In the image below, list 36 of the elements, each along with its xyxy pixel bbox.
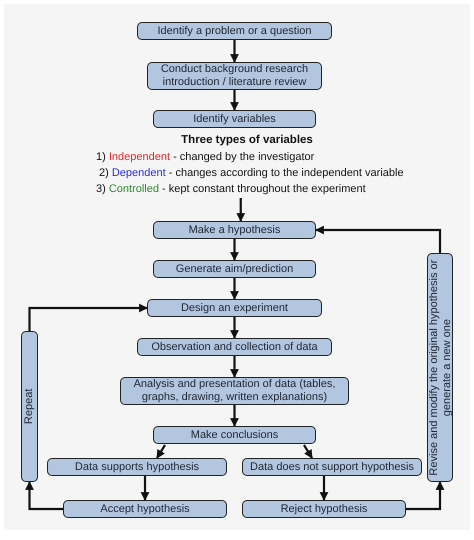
arrow xyxy=(315,226,442,253)
list-item: 3) Controlled - kept constant throughout the experiment xyxy=(96,183,366,195)
arrow xyxy=(406,481,444,510)
arrow xyxy=(230,317,239,339)
process-box: Observation and collection of data xyxy=(137,338,332,356)
arrow xyxy=(230,356,239,378)
arrow xyxy=(230,278,239,300)
arrow xyxy=(230,40,239,63)
process-box: Conduct background research introduction / literature review xyxy=(147,62,322,90)
process-box: Data does not support hypothesis xyxy=(242,458,422,476)
process-box: Design an experiment xyxy=(147,299,322,317)
process-box: Accept hypothesis xyxy=(63,500,227,518)
arrow xyxy=(236,198,246,222)
arrow xyxy=(25,481,63,510)
process-box: Analysis and presentation of data (tables, graphs, drawing, written explanations) xyxy=(120,377,349,405)
arrow xyxy=(156,444,166,459)
process-box: Make conclusions xyxy=(153,426,316,444)
process-box: Data supports hypothesis xyxy=(47,458,227,476)
arrow xyxy=(230,405,239,427)
process-box: Make a hypothesis xyxy=(153,221,316,239)
arrow xyxy=(303,444,313,459)
step-label: Repeat xyxy=(23,388,36,426)
arrow xyxy=(230,239,239,261)
process-box: Identify a problem or a question xyxy=(137,22,332,40)
process-box: Generate aim/prediction xyxy=(153,260,316,278)
list-item: 1) Independent - changed by the investigator xyxy=(96,151,314,163)
process-bar xyxy=(21,331,38,482)
arrow xyxy=(28,304,148,331)
arrow xyxy=(320,476,328,501)
section-heading: Three types of variables xyxy=(181,134,313,146)
arrow xyxy=(230,90,239,111)
process-box: Identify variables xyxy=(153,110,316,128)
step-label: Revise and modify the original hypothesis or generate a new one xyxy=(427,258,453,478)
arrow xyxy=(140,476,150,501)
process-box: Reject hypothesis xyxy=(242,500,406,518)
list-item: 2) Dependent - changes according to the independent variable xyxy=(99,167,404,179)
